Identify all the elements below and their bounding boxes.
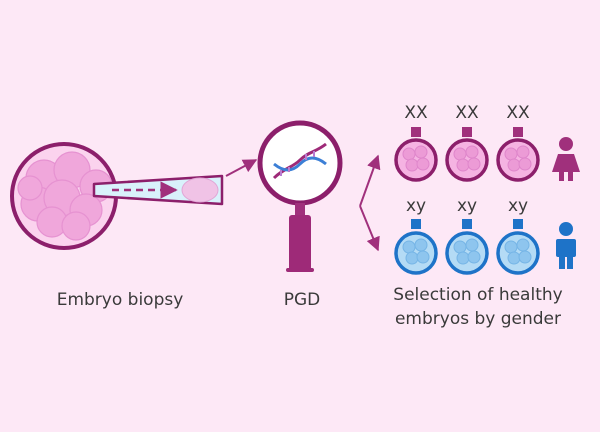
male-embryos-row (394, 219, 540, 275)
chromosome-label-female: XX (404, 103, 428, 123)
caption-selection: Selection of healthy embryos by gender (364, 283, 592, 331)
female-person-icon (552, 137, 580, 181)
chromosome-label-female: XX (506, 103, 530, 123)
caption-selection-line-2: embryos by gender (394, 309, 562, 329)
chromosome-label-male: xy (507, 196, 529, 216)
male-embryo (445, 219, 489, 275)
female-embryo (445, 127, 489, 182)
female-embryo (394, 127, 438, 182)
magnifying-glass-icon (257, 120, 343, 272)
biopsy-pipette (92, 174, 224, 206)
caption-embryo-biopsy: Embryo biopsy (56, 290, 184, 310)
female-embryos-row (394, 127, 540, 182)
embryo-biopsy-illustration (10, 142, 118, 250)
arrow-to-pgd (225, 159, 258, 177)
male-embryo (496, 219, 540, 275)
caption-selection-line-1: Selection of healthy (393, 285, 563, 305)
dna-helix-icon (272, 142, 327, 180)
male-embryo (394, 219, 438, 275)
branch-arrows (359, 154, 381, 252)
chromosome-label-male: xy (405, 196, 427, 216)
caption-pgd: PGD (283, 290, 321, 310)
female-embryo (496, 127, 540, 182)
chromosome-label-female: XX (455, 103, 479, 123)
male-person-icon (556, 222, 576, 269)
chromosome-label-male: xy (456, 196, 478, 216)
